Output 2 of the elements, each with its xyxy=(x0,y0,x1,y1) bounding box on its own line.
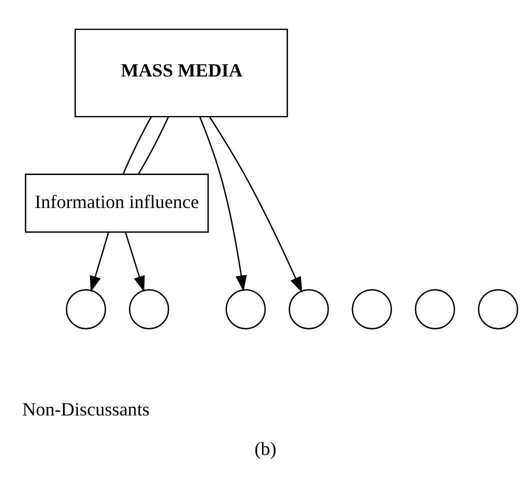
label: Non-Discussants xyxy=(22,400,150,421)
caption: (b) xyxy=(254,439,276,460)
